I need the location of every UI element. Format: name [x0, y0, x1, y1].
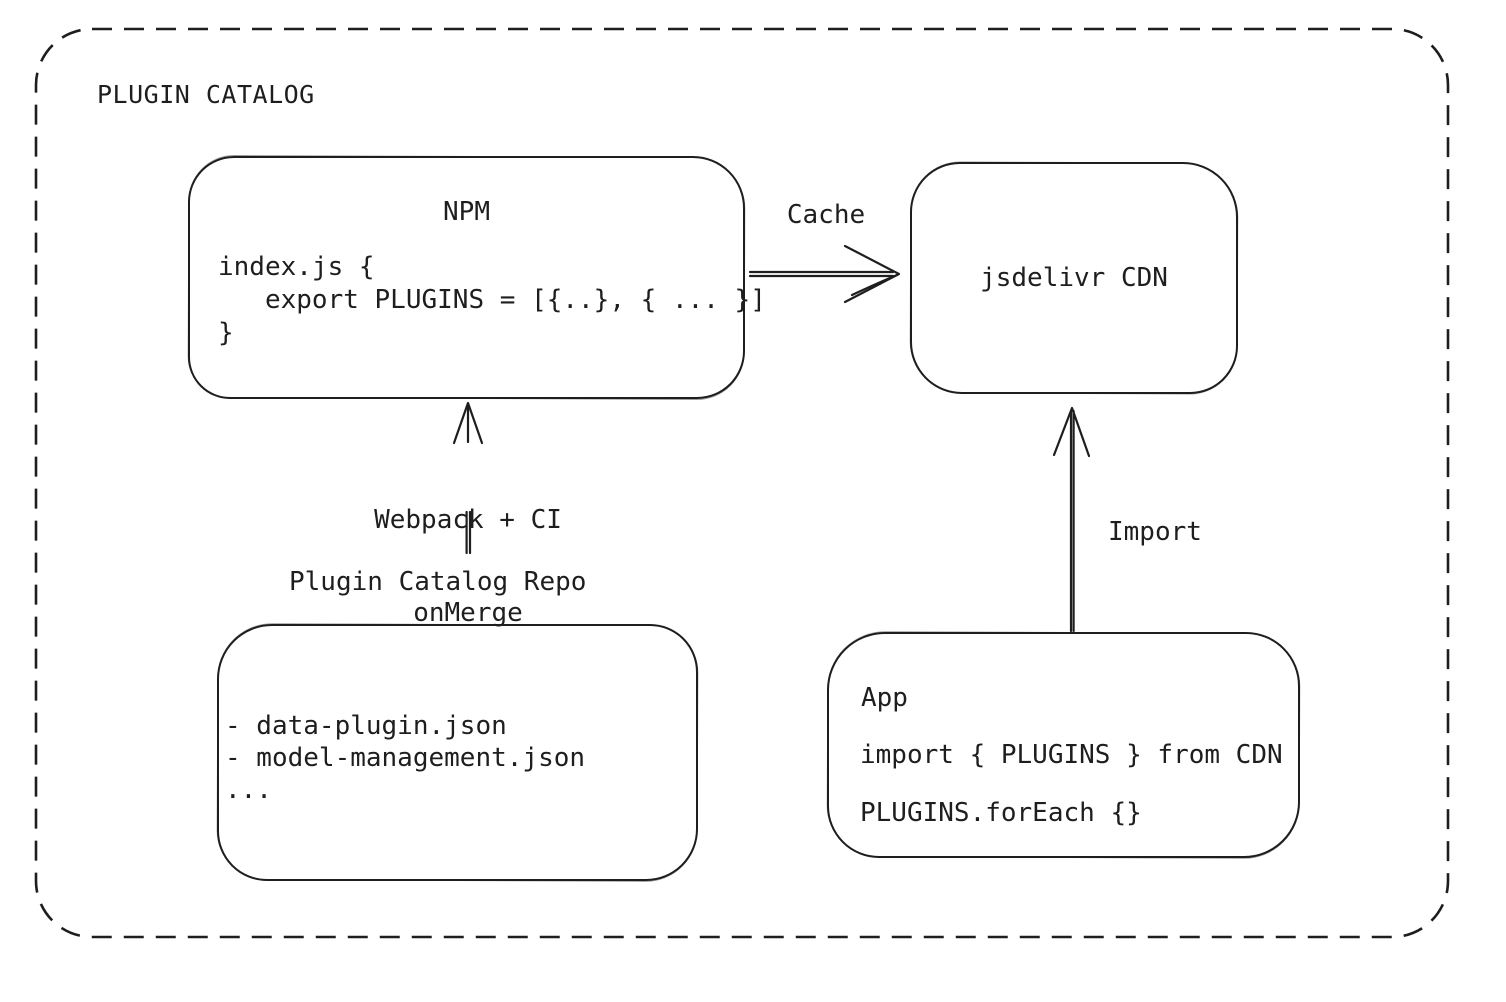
- import-arrowhead: [1052, 406, 1091, 458]
- build-arrow-label-line2: onMerge: [413, 598, 523, 628]
- repo-file-list: - data-plugin.json - model-management.js…: [225, 710, 585, 806]
- npm-code-line: index.js {: [218, 252, 375, 282]
- repo-node: - data-plugin.json - model-management.js…: [217, 624, 698, 881]
- app-title: App: [861, 683, 908, 713]
- build-arrowhead: [452, 401, 484, 445]
- npm-title: NPM: [443, 197, 490, 227]
- build-arrow-label-line1: Webpack + CI: [374, 505, 562, 535]
- cache-arrowhead: [843, 244, 901, 304]
- app-code-line: import { PLUGINS } from CDN: [860, 740, 1283, 770]
- npm-code-block: index.js { export PLUGINS = [{..}, { ...…: [218, 251, 766, 350]
- npm-code-line: export PLUGINS = [{..}, { ... }]: [218, 285, 766, 315]
- cache-arrow-label: Cache: [786, 200, 866, 230]
- plugin-catalog-frame-border: [34, 27, 1450, 939]
- app-node: App import { PLUGINS } from CDN PLUGINS.…: [827, 632, 1300, 858]
- app-code-line: PLUGINS.forEach {}: [860, 798, 1142, 828]
- import-arrow: [1052, 406, 1091, 633]
- import-arrow-label: Import: [1108, 517, 1202, 547]
- diagram-title: PLUGIN CATALOG: [97, 80, 315, 109]
- cdn-node: jsdelivr CDN: [910, 162, 1238, 394]
- build-arrow: [452, 401, 484, 555]
- repo-file-item: - model-management.json: [225, 743, 586, 773]
- repo-file-item: - data-plugin.json: [225, 711, 507, 741]
- cache-arrow: [748, 244, 901, 304]
- build-arrow-label: Webpack + CI onMerge: [318, 443, 618, 691]
- npm-node: NPM index.js { export PLUGINS = [{..}, {…: [188, 156, 766, 399]
- repo-label: Plugin Catalog Repo: [289, 567, 587, 597]
- cdn-label: jsdelivr CDN: [980, 263, 1168, 293]
- npm-code-line: }: [218, 318, 234, 348]
- cache-arrowhead-stroke: [850, 273, 899, 297]
- repo-file-item: ...: [225, 775, 272, 805]
